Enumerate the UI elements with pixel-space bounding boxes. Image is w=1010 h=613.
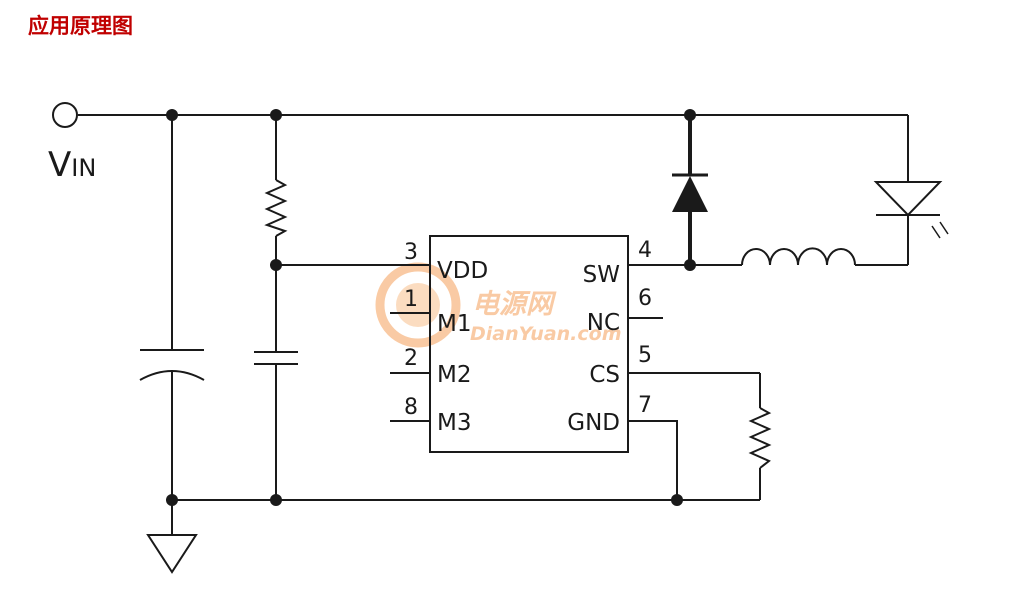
junction-dot [270, 259, 282, 271]
watermark-logo-ring [375, 262, 461, 348]
junction-dot [684, 259, 696, 271]
pin-label: M3 [437, 410, 471, 436]
pin-label: M2 [437, 362, 471, 388]
pin-number: 6 [638, 286, 652, 311]
vin-label-sub: IN [71, 154, 96, 182]
junction-dot [270, 109, 282, 121]
ic-left-pins: 3 VDD 1 M1 2 M2 8 M3 [404, 240, 488, 436]
pin-label: M1 [437, 311, 471, 337]
junction-dots [166, 109, 696, 506]
junction-dot [270, 494, 282, 506]
ground-symbol [146, 534, 198, 574]
page-title: 应用原理图 [28, 14, 133, 38]
ic-body [429, 235, 629, 453]
vin-terminal [52, 102, 78, 128]
pin-number: 8 [404, 395, 418, 420]
pin-label: SW [583, 262, 620, 288]
pin-number: 2 [404, 346, 418, 371]
junction-dot [684, 109, 696, 121]
pin-label: NC [587, 310, 620, 336]
led-triangle [873, 181, 943, 217]
led [873, 181, 949, 239]
ic-right-pins: 4 SW 6 NC 5 CS 7 GND [567, 238, 652, 436]
pin-label: GND [567, 410, 620, 436]
vin-label: VIN [48, 145, 96, 185]
diode-triangle [672, 176, 708, 212]
watermark-text-en: DianYuan.com [470, 323, 622, 345]
led-emission-arrow [939, 221, 949, 235]
vdd-resistor [264, 179, 288, 237]
watermark-text-cn: 电源网 [472, 289, 557, 320]
junction-dot [166, 109, 178, 121]
led-emission-arrow [931, 225, 941, 239]
pin-number: 3 [404, 240, 418, 265]
gnd-pin-wire [628, 420, 678, 500]
junction-dot [671, 494, 683, 506]
input-capacitor [139, 349, 205, 381]
pin-label: VDD [437, 258, 488, 284]
pin-label: CS [589, 362, 620, 388]
junction-dot [166, 494, 178, 506]
pin-number: 5 [638, 343, 652, 368]
cin-plate-bottom [139, 370, 205, 381]
freewheel-diode [672, 173, 708, 212]
vin-label-main: V [48, 145, 71, 185]
pin-number: 7 [638, 393, 652, 418]
pin-number: 4 [638, 238, 652, 263]
inductor [741, 247, 856, 266]
vdd-capacitor [254, 351, 298, 365]
watermark-logo-core [396, 283, 440, 327]
pin-number: 1 [404, 287, 418, 312]
sense-resistor [748, 407, 772, 469]
